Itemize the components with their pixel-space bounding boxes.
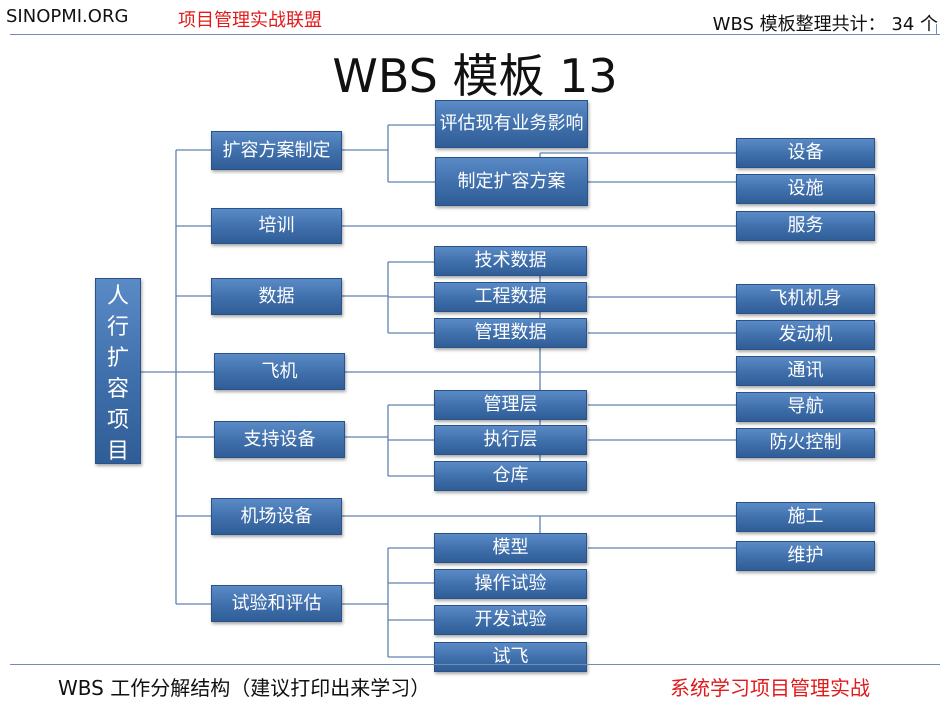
root-project-box: 人 行 扩 容 项 目 <box>95 278 141 464</box>
node-management-layer: 管理层 <box>434 390 587 420</box>
node-support-equipment: 支持设备 <box>214 421 345 458</box>
node-technical-data: 技术数据 <box>434 246 587 276</box>
node-flight-test: 试飞 <box>434 642 587 672</box>
node-engine: 发动机 <box>736 320 875 350</box>
node-assess-business-impact: 评估现有业务影响 <box>435 100 588 148</box>
node-development-test: 开发试验 <box>434 605 587 635</box>
template-count: WBS 模板整理共计： 34 个 <box>712 14 938 35</box>
node-make-expansion-plan: 制定扩容方案 <box>435 157 588 206</box>
node-expansion-plan: 扩容方案制定 <box>211 131 342 170</box>
node-maintenance: 维护 <box>736 541 875 571</box>
header-divider-tick <box>936 24 937 35</box>
node-data: 数据 <box>211 278 342 315</box>
header-divider <box>10 34 940 35</box>
page-title: WBS 模板 13 <box>332 49 618 103</box>
site-name: SINOPMI.ORG <box>6 6 129 27</box>
node-execution-layer: 执行层 <box>434 425 587 455</box>
node-engineering-data: 工程数据 <box>434 282 587 312</box>
node-operational-test: 操作试验 <box>434 569 587 599</box>
node-fire-control: 防火控制 <box>736 428 875 458</box>
node-construction: 施工 <box>736 502 875 532</box>
node-management-data: 管理数据 <box>434 318 587 348</box>
node-model: 模型 <box>434 533 587 563</box>
footer-left-caption: WBS 工作分解结构（建议打印出来学习） <box>58 676 431 700</box>
node-communications: 通讯 <box>736 356 875 386</box>
node-training: 培训 <box>211 208 342 244</box>
footer-right-caption: 系统学习项目管理实战 <box>670 676 870 700</box>
node-equipment: 设备 <box>736 138 875 168</box>
brand-name: 项目管理实战联盟 <box>178 10 322 31</box>
node-facilities: 设施 <box>736 174 875 204</box>
node-test-evaluation: 试验和评估 <box>211 585 342 622</box>
node-warehouse: 仓库 <box>434 461 587 491</box>
footer-divider <box>10 664 940 665</box>
node-navigation: 导航 <box>736 392 875 422</box>
node-airport-equipment: 机场设备 <box>211 498 342 535</box>
node-aircraft: 飞机 <box>214 353 345 390</box>
node-services: 服务 <box>736 211 875 241</box>
node-airframe: 飞机机身 <box>736 284 875 314</box>
